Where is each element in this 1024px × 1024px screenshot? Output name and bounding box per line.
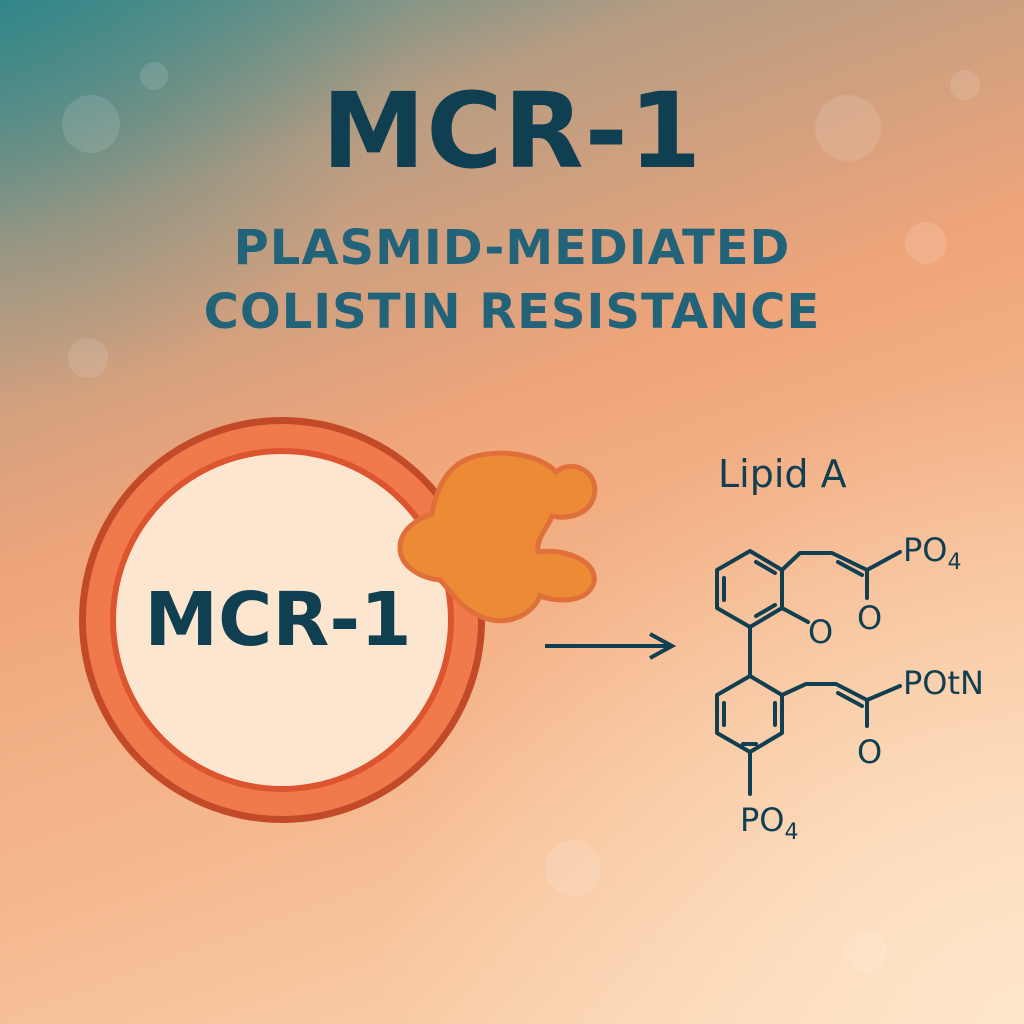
lower-side-chain [780,682,869,702]
plasmid: MCR-1 [79,417,485,823]
ring-oxygen: O [808,613,833,651]
middle-phosphate-label: POtN [903,664,984,702]
plasmid-label: MCR-1 [144,577,411,663]
upper-carbonyl-oxygen: O [857,599,882,637]
background-bubble [140,62,168,90]
phosphate-top-label: PO4 [903,531,961,575]
upper-side-chain [780,551,869,572]
subtitle-line-1: PLASMID-MEDIATED [233,220,791,276]
background-bubble [950,70,980,100]
lower-carbonyl-oxygen: O [857,733,882,771]
subtitle-line-2: COLISTIN RESISTANCE [203,284,821,340]
background-bubble [62,95,120,153]
phosphate-bottom-label: PO4 [740,801,798,845]
page-title: MCR-1 [321,70,703,192]
background-bubble [815,95,881,161]
lipid-a-structure [715,549,902,796]
background-bubble [545,840,601,896]
background-bubble [845,930,887,972]
background-bubble [68,338,108,378]
reaction-arrow [545,632,677,660]
upper-benzene-ring [715,549,784,629]
enzyme-blob [397,450,598,624]
plasmid-core [116,454,448,786]
molecule-name: Lipid A [718,452,847,496]
lower-benzene-ring [715,674,784,754]
background-bubble [905,222,947,264]
